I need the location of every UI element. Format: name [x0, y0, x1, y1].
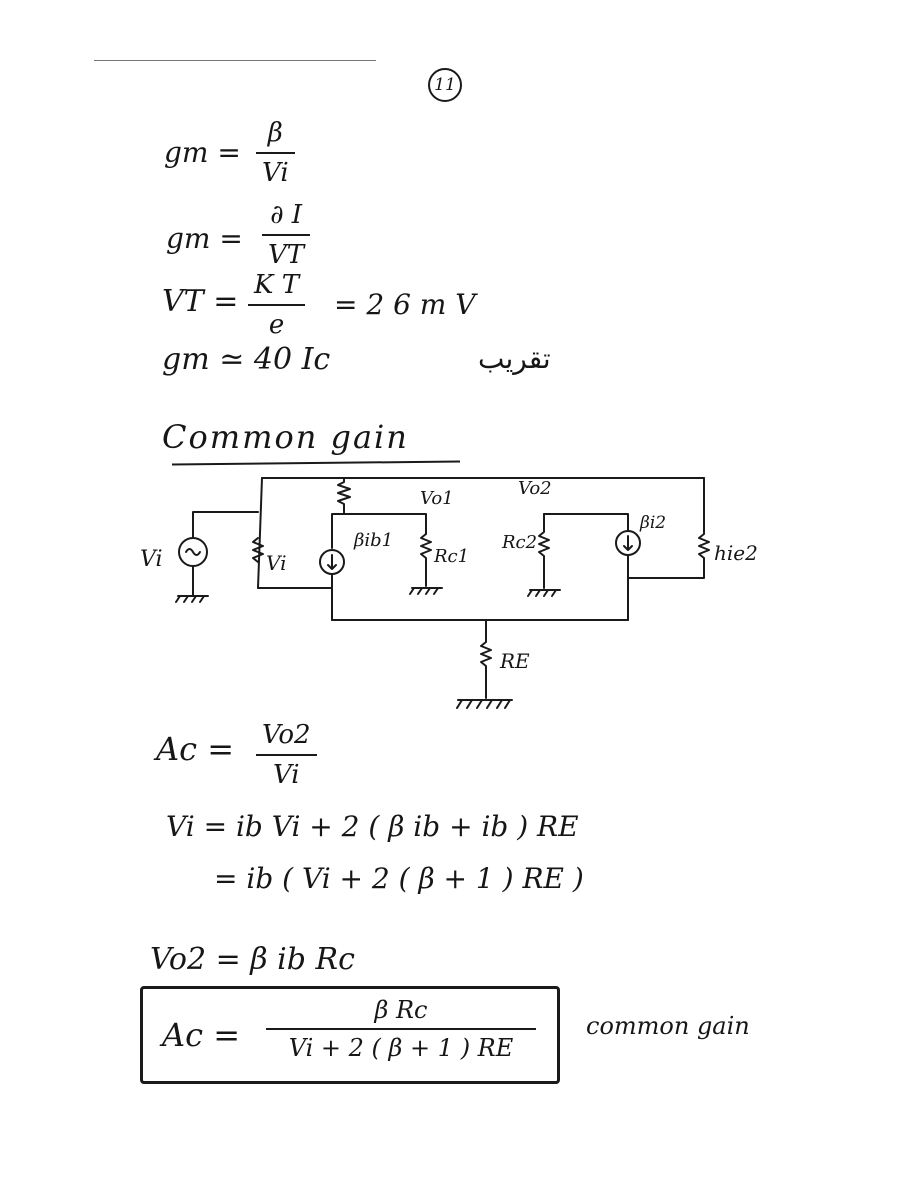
source-top-wire — [192, 511, 259, 539]
rc1-resistor — [420, 533, 432, 587]
cs2-arrow — [623, 535, 633, 551]
vi-equation-line1: Vi = ib Vi + 2 ( β ib + ib ) RE — [166, 810, 579, 843]
cs1-top-wire — [331, 513, 345, 549]
rc2-resistor — [538, 513, 550, 589]
gm-fraction-1: β Vi — [256, 118, 295, 188]
hie2-resistor — [627, 477, 710, 579]
ac-def-numerator: Vo2 — [262, 720, 311, 750]
ground-2 — [409, 587, 443, 595]
ac-def-lhs: Ac = — [156, 730, 235, 768]
cs2-top-wire — [543, 513, 629, 531]
fraction-bar — [266, 1028, 536, 1030]
fraction-bar — [262, 234, 311, 236]
approx-note-arabic: تقريب — [478, 342, 551, 375]
rc1-top-wire — [343, 513, 427, 535]
vt-denominator: e — [268, 310, 285, 340]
vt-rhs: = 2 6 m V — [334, 288, 476, 321]
fraction-bar — [248, 304, 306, 306]
hie2-label: hie2 — [714, 541, 758, 565]
top-rule-line — [94, 60, 376, 61]
vo2-equation: Vo2 = β ib Rc — [150, 942, 355, 977]
gm-fraction-2: ∂ I VT — [262, 200, 311, 270]
vo2-label: Vo2 — [518, 478, 552, 499]
gm-numerator-2: ∂ I — [270, 200, 303, 230]
section-title: Common gain — [162, 418, 409, 456]
result-lhs: Ac = — [162, 1016, 241, 1054]
vt-numerator: K T — [254, 270, 300, 300]
cs1-arrow — [327, 554, 337, 570]
ground-4 — [456, 699, 513, 709]
gm-denominator-2: VT — [268, 240, 305, 270]
result-side-note: common gain — [586, 1012, 750, 1040]
cs1-label: βib1 — [353, 530, 393, 551]
fraction-bar — [256, 152, 295, 154]
result-denominator: Vi + 2 ( β + 1 ) RE — [288, 1034, 514, 1062]
result-fraction: β Rc Vi + 2 ( β + 1 ) RE — [266, 996, 536, 1062]
gm-lhs-1: gm = — [164, 136, 241, 169]
collector-resistor-1 — [337, 477, 351, 515]
vt-fraction: K T e — [248, 270, 306, 340]
input-left-wire — [257, 477, 263, 589]
page-number: 11 — [428, 68, 462, 102]
result-box — [140, 986, 560, 1084]
re-resistor — [480, 619, 492, 699]
ac-def-denominator: Vi — [272, 760, 300, 790]
vo1-label: Vo1 — [420, 488, 454, 509]
vi-equation-line2: = ib ( Vi + 2 ( β + 1 ) RE ) — [214, 862, 584, 895]
gm-lhs-2: gm = — [166, 222, 243, 255]
source-wave — [185, 548, 201, 556]
input-resistor — [252, 537, 264, 563]
gm-numerator-1: β — [267, 118, 283, 148]
result-numerator: β Rc — [374, 996, 428, 1024]
input-resistor-label: Vi — [266, 551, 287, 575]
ground-3 — [527, 589, 561, 597]
source-label: Vi — [140, 547, 163, 572]
vt-lhs: VT = — [162, 284, 239, 319]
gm-denominator-1: Vi — [262, 158, 289, 188]
ground-1 — [175, 595, 209, 603]
gm-approx: gm ≃ 40 Ic — [162, 342, 331, 377]
rc2-label: Rc2 — [501, 532, 537, 553]
rc1-label: Rc1 — [433, 546, 469, 567]
cs2-label: βi2 — [639, 513, 666, 533]
re-label: RE — [499, 649, 530, 673]
ac-def-fraction: Vo2 Vi — [256, 720, 317, 790]
fraction-bar — [256, 754, 317, 756]
